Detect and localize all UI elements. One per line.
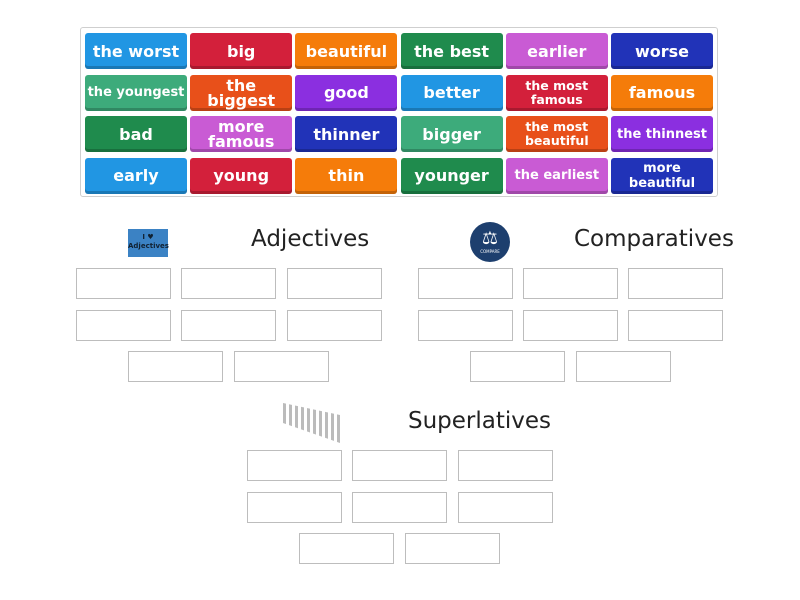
drop-zone-superlatives[interactable] (458, 450, 553, 481)
icon-text: COMPARE (480, 249, 500, 254)
drop-zone-superlatives[interactable] (247, 450, 342, 481)
drop-zone-superlatives[interactable] (405, 533, 500, 564)
word-tile[interactable]: the most famous (505, 74, 608, 111)
word-tile[interactable]: the youngest (85, 74, 187, 111)
drop-zone-adjectives[interactable] (128, 351, 223, 382)
drop-zone-comparatives[interactable] (418, 310, 513, 341)
compare-scale-icon: ⚖COMPARE (470, 222, 510, 262)
drop-zone-adjectives[interactable] (287, 268, 382, 299)
word-tile[interactable]: worse (611, 33, 713, 69)
word-tile[interactable]: the biggest (190, 74, 293, 111)
drop-zone-comparatives[interactable] (523, 310, 618, 341)
drop-zone-superlatives[interactable] (299, 533, 394, 564)
group-title-comparatives: Comparatives (574, 226, 734, 252)
word-tile[interactable]: thinner (295, 116, 398, 152)
i-love-adjectives-image: I ♥ Adjectives (128, 229, 169, 257)
word-tile[interactable]: beautiful (295, 33, 398, 69)
word-tile[interactable]: the best (400, 33, 503, 69)
word-tile[interactable]: the worst (85, 33, 187, 69)
word-tile[interactable]: better (400, 74, 503, 111)
drop-zone-adjectives[interactable] (287, 310, 382, 341)
drop-zone-adjectives[interactable] (181, 310, 276, 341)
word-tile[interactable]: young (190, 157, 293, 194)
drop-zone-adjectives[interactable] (181, 268, 276, 299)
word-tile[interactable]: younger (400, 157, 503, 194)
word-tile[interactable]: bigger (400, 116, 503, 152)
word-tile[interactable]: the most beautiful (505, 116, 608, 152)
word-tile[interactable]: thin (295, 157, 398, 194)
drop-zone-adjectives[interactable] (234, 351, 329, 382)
domino-row-image (283, 403, 340, 443)
drop-zone-comparatives[interactable] (628, 268, 723, 299)
drop-zone-superlatives[interactable] (247, 492, 342, 523)
drop-zone-comparatives[interactable] (576, 351, 671, 382)
drop-zone-superlatives[interactable] (352, 450, 447, 481)
word-tile[interactable]: good (295, 74, 398, 111)
icon-text: I ♥ Adjectives (128, 233, 169, 250)
word-tile[interactable]: famous (611, 74, 713, 111)
group-title-superlatives: Superlatives (408, 408, 552, 434)
word-tile[interactable]: more beautiful (611, 157, 713, 194)
word-tile[interactable]: earlier (505, 33, 608, 69)
drop-zone-comparatives[interactable] (418, 268, 513, 299)
word-tile[interactable]: more famous (190, 116, 293, 152)
word-tile[interactable]: bad (85, 116, 187, 152)
word-tile[interactable]: the earliest (505, 157, 608, 194)
drop-zone-adjectives[interactable] (76, 268, 171, 299)
drop-zone-superlatives[interactable] (352, 492, 447, 523)
drop-zone-superlatives[interactable] (458, 492, 553, 523)
drop-zone-adjectives[interactable] (76, 310, 171, 341)
group-title-adjectives: Adjectives (251, 226, 370, 252)
word-tile[interactable]: the thinnest (611, 116, 713, 152)
drop-zone-comparatives[interactable] (523, 268, 618, 299)
word-tile[interactable]: big (190, 33, 293, 69)
word-tile[interactable]: early (85, 157, 187, 194)
drop-zone-comparatives[interactable] (628, 310, 723, 341)
drop-zone-comparatives[interactable] (470, 351, 565, 382)
